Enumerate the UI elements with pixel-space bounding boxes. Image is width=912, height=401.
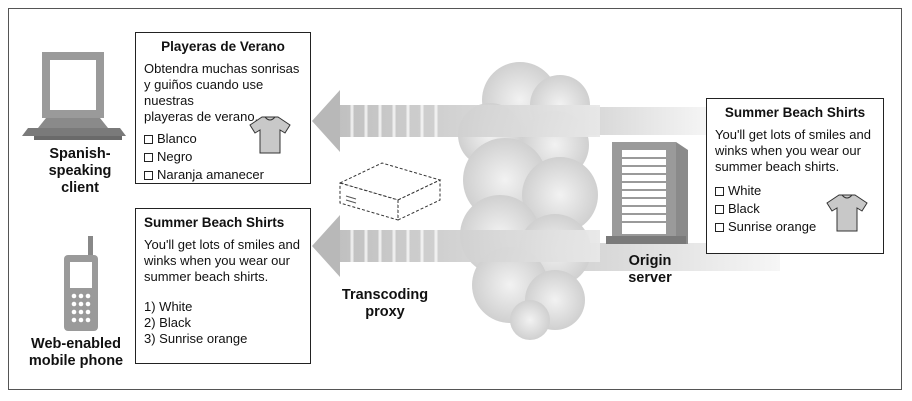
checkbox-icon[interactable] — [144, 134, 153, 144]
spanish-panel-title: Playeras de Verano — [161, 39, 285, 54]
mobile-panel-line-2: winks when you wear our — [144, 253, 290, 268]
cloud-icon — [458, 62, 598, 340]
label-line: proxy — [365, 304, 405, 320]
mobile-panel-line-3: summer beach shirts. — [144, 269, 269, 284]
proxy-box-icon — [338, 162, 442, 221]
label-line: mobile phone — [28, 353, 124, 369]
mobile-page-panel: Summer Beach Shirts You'll get lots of s… — [135, 208, 311, 364]
option-label: Black — [728, 201, 760, 216]
upper-arrow-tail — [580, 107, 710, 135]
spanish-panel-line-1: Obtendra muchas sonrisas — [144, 61, 300, 76]
desktop-computer-icon — [22, 52, 126, 140]
option-label: Negro — [157, 149, 193, 164]
mobile-phone-icon — [64, 236, 98, 331]
label-line: Transcoding — [341, 287, 429, 303]
checkbox-icon[interactable] — [715, 186, 724, 196]
origin-server-label: Origin server — [610, 253, 690, 287]
spanish-page-panel: Playeras de Verano Obtendra muchas sonri… — [135, 32, 311, 184]
label-line: server — [628, 270, 672, 286]
origin-panel-line-3: summer beach shirts. — [715, 159, 840, 174]
checkbox-icon[interactable] — [144, 152, 153, 162]
mobile-option-2[interactable]: 2) Black — [144, 315, 191, 330]
label-line: Web-enabled — [31, 336, 121, 352]
origin-option-2[interactable]: Black — [715, 201, 875, 217]
checkbox-icon[interactable] — [144, 170, 153, 180]
label-line: Origin — [628, 253, 672, 269]
label-line: speaking — [48, 163, 112, 179]
checkbox-icon[interactable] — [715, 222, 724, 232]
checkbox-icon[interactable] — [715, 204, 724, 214]
transcoding-proxy-label: Transcoding proxy — [335, 287, 435, 321]
option-label: Sunrise orange — [728, 219, 817, 234]
mobile-panel-line-1: You'll get lots of smiles and — [144, 237, 300, 252]
label-line: client — [61, 180, 99, 196]
spanish-option-2[interactable]: Negro — [144, 149, 302, 165]
mobile-phone-label: Web-enabled mobile phone — [16, 336, 136, 370]
option-label: White — [728, 183, 762, 198]
diagram-frame — [8, 8, 902, 390]
origin-page-panel: Summer Beach Shirts You'll get lots of s… — [706, 98, 884, 254]
spanish-client-label: Spanish- speaking client — [30, 146, 130, 197]
option-label: Blanco — [157, 131, 197, 146]
upper-arrow — [312, 90, 600, 152]
spanish-option-1[interactable]: Blanco — [144, 131, 302, 147]
lower-arrow — [312, 215, 600, 277]
spanish-panel-line-3: playeras de verano. — [144, 109, 259, 124]
t-shirt-icon — [249, 116, 291, 154]
t-shirt-icon — [826, 194, 868, 232]
origin-panel-title: Summer Beach Shirts — [724, 105, 866, 120]
mobile-option-3[interactable]: 3) Sunrise orange — [144, 331, 248, 346]
spanish-option-3[interactable]: Naranja amanecer — [144, 167, 302, 183]
origin-panel-line-1: You'll get lots of smiles and — [715, 127, 871, 142]
server-tower-icon — [606, 142, 688, 244]
mobile-panel-title: Summer Beach Shirts — [144, 215, 285, 230]
origin-option-1[interactable]: White — [715, 183, 875, 199]
label-line: Spanish- — [49, 146, 111, 162]
origin-panel-line-2: winks when you wear our — [715, 143, 861, 158]
origin-option-3[interactable]: Sunrise orange — [715, 219, 875, 235]
spanish-panel-line-2: y guiños cuando use nuestras — [144, 77, 264, 108]
option-label: Naranja amanecer — [157, 167, 264, 182]
mobile-option-1[interactable]: 1) White — [144, 299, 193, 314]
